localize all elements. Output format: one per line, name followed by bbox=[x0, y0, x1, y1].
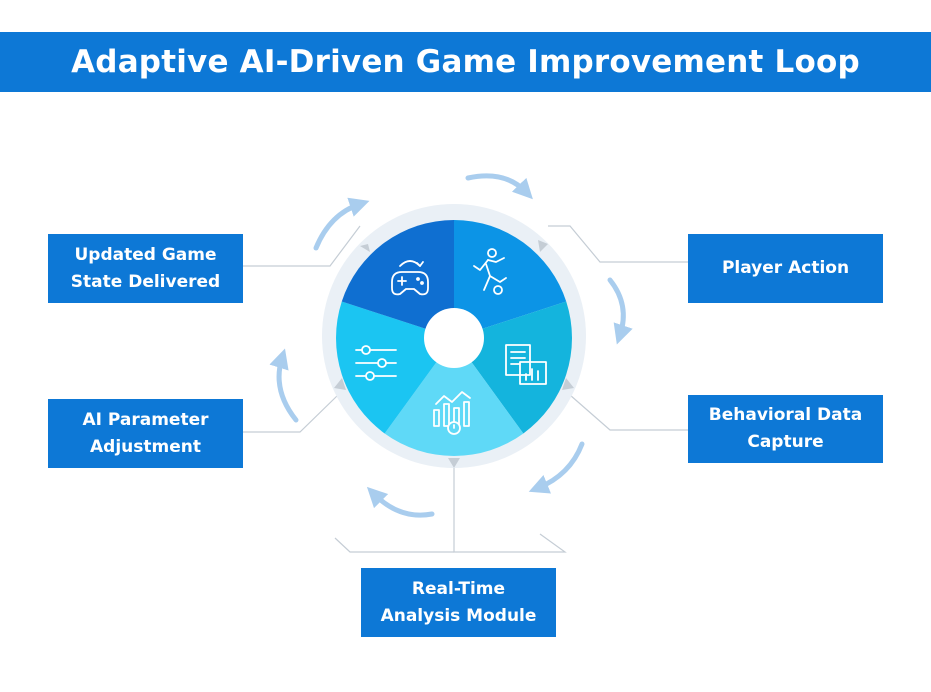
analytics-chart-icon bbox=[433, 391, 471, 435]
notch-1 bbox=[538, 240, 548, 252]
step-box-ai-parameter: AI Parameter Adjustment bbox=[48, 399, 243, 468]
arrow-5 bbox=[269, 348, 299, 423]
sliders-icon bbox=[355, 345, 397, 381]
step-box-player-action: Player Action bbox=[688, 234, 883, 303]
connector-ai-parameter bbox=[243, 394, 339, 433]
segment-analysis-module bbox=[384, 338, 524, 456]
data-report-icon bbox=[505, 344, 547, 385]
step-box-behavioral-data: Behavioral Data Capture bbox=[688, 395, 883, 463]
center-hole bbox=[424, 308, 484, 368]
title-banner: Adaptive AI-Driven Game Improvement Loop bbox=[0, 32, 931, 92]
soccer-player-icon bbox=[473, 248, 507, 295]
segment-player-action bbox=[454, 220, 567, 338]
connector-player-action bbox=[548, 225, 688, 263]
step-box-updated-state: Updated Game State Delivered bbox=[48, 234, 243, 303]
step-label-updated-state: Updated Game State Delivered bbox=[70, 244, 221, 292]
step-box-analysis-module: Real-Time Analysis Module bbox=[361, 568, 556, 637]
connector-analysis-module-left bbox=[334, 537, 454, 553]
page-title: Adaptive AI-Driven Game Improvement Loop bbox=[71, 44, 860, 80]
notch-5 bbox=[360, 244, 370, 252]
step-label-analysis-module: Real-Time Analysis Module bbox=[380, 578, 537, 626]
step-label-behavioral-data: Behavioral Data Capture bbox=[708, 405, 863, 452]
gamepad-refresh-icon bbox=[391, 260, 429, 296]
notch-3 bbox=[448, 458, 460, 468]
arrow-2 bbox=[607, 277, 633, 345]
flow-arrows bbox=[269, 173, 633, 518]
connector-analysis-module bbox=[453, 468, 567, 553]
arrow-1 bbox=[465, 173, 533, 200]
ring-notches bbox=[334, 240, 574, 468]
step-label-player-action: Player Action bbox=[721, 258, 850, 278]
connector-lines bbox=[243, 225, 688, 553]
arrow-4 bbox=[366, 486, 435, 518]
segment-updated-state bbox=[341, 220, 454, 338]
connector-updated-state bbox=[243, 225, 361, 267]
notch-2 bbox=[562, 378, 574, 390]
arrow-6 bbox=[313, 197, 370, 251]
connector-behavioral-data bbox=[569, 394, 688, 431]
notch-4 bbox=[334, 378, 346, 390]
arrow-3 bbox=[528, 441, 585, 494]
step-label-ai-parameter: AI Parameter Adjustment bbox=[82, 409, 209, 457]
